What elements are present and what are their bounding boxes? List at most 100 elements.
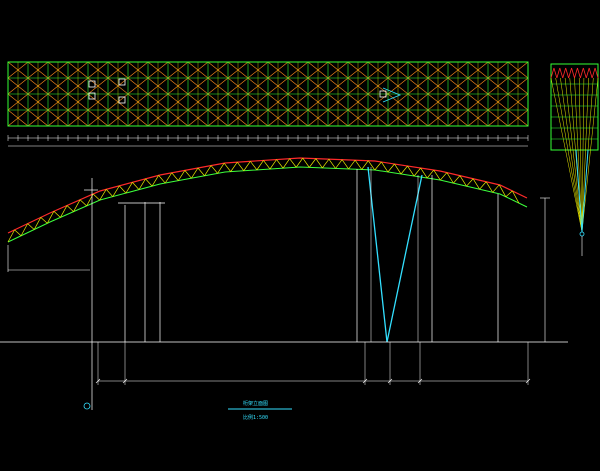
detail-fan-web — [581, 77, 585, 233]
truss-web-diagonal — [479, 181, 487, 190]
truss-web-diagonal — [112, 185, 120, 197]
bottom-dim-tick — [362, 378, 368, 384]
detail-zigzag — [571, 67, 575, 79]
plan-node-mark — [118, 78, 126, 86]
truss-web-diagonal — [79, 199, 87, 207]
roof-plan-view — [7, 61, 529, 147]
truss-web-diagonal — [40, 217, 48, 224]
truss-web-diagonal — [282, 158, 290, 169]
truss-web-diagonal — [171, 172, 179, 181]
truss-web-diagonal — [361, 160, 369, 170]
axis-bubble — [83, 402, 91, 410]
truss-web-diagonal — [66, 205, 74, 212]
truss-web-diagonal — [250, 161, 258, 171]
detail-zigzag — [574, 67, 578, 79]
detail-zigzag — [579, 67, 584, 79]
truss-web-diagonal — [105, 189, 114, 197]
detail-fan-web — [564, 77, 583, 233]
truss-web-diagonal — [256, 160, 264, 171]
bottom-dim-tick — [417, 378, 423, 384]
detail-zigzag — [588, 67, 593, 79]
truss-web-diagonal — [446, 172, 454, 184]
truss-web-diagonal — [413, 167, 421, 177]
detail-zigzag — [562, 67, 567, 79]
truss-web-diagonal — [125, 182, 133, 194]
truss-web-diagonal — [263, 160, 271, 170]
truss-web-diagonal — [151, 175, 159, 187]
truss-web-diagonal — [348, 159, 356, 170]
truss-web-diagonal — [295, 157, 304, 168]
bottom-chord — [7, 166, 528, 243]
detail-zigzag — [565, 67, 570, 79]
detail-fan-web — [555, 77, 583, 233]
truss-web-diagonal — [394, 163, 402, 175]
truss-web-diagonal — [381, 161, 389, 173]
truss-web-diagonal — [7, 229, 15, 243]
detail-zigzag — [577, 67, 581, 79]
truss-web-diagonal — [420, 167, 428, 179]
truss-web-diagonal — [322, 158, 330, 169]
drawing-caption: 桁架立面图 比例1:500 — [228, 400, 292, 421]
truss-web-diagonal — [492, 184, 500, 193]
plan-node-mark — [88, 92, 96, 100]
plan-node-mark — [88, 80, 96, 88]
truss-web-diagonal — [53, 211, 61, 218]
truss-web-diagonal — [119, 185, 127, 194]
truss-web-diagonal — [197, 167, 205, 177]
detail-fan-web — [550, 77, 583, 233]
truss-web-diagonal — [60, 205, 68, 218]
truss-web-diagonal — [27, 223, 35, 230]
truss-web-diagonal — [407, 165, 415, 177]
caption-scale: 比例1:500 — [243, 414, 268, 421]
truss-web-diagonal — [505, 190, 513, 198]
detail-zigzag — [559, 67, 564, 79]
truss-web-diagonal — [269, 159, 277, 170]
truss-web-diagonal — [354, 160, 362, 170]
bottom-dim-tick — [387, 378, 393, 384]
truss-web-diagonal — [204, 165, 212, 176]
detail-outline — [550, 63, 599, 151]
plan-node-mark — [379, 90, 387, 98]
detail-cable — [581, 149, 589, 233]
truss-web-diagonal — [184, 170, 192, 179]
truss-web-diagonal — [210, 165, 218, 174]
truss-web-diagonal — [387, 163, 395, 173]
detail-fan-web — [560, 77, 583, 233]
truss-web-diagonal — [512, 190, 520, 204]
truss-web-diagonal — [276, 159, 284, 169]
truss-web-diagonal — [309, 158, 317, 168]
detail-fan-web — [578, 77, 583, 233]
truss-web-diagonal — [243, 161, 251, 171]
truss-web-diagonal — [46, 211, 55, 224]
dimension-lines — [95, 342, 531, 385]
truss-web-diagonal — [164, 172, 173, 184]
truss-web-diagonal — [223, 162, 231, 172]
truss-web-diagonal — [138, 178, 146, 190]
detail-zigzag — [594, 67, 599, 79]
truss-web-diagonal — [440, 172, 448, 181]
truss-web-diagonal — [341, 159, 349, 170]
truss-web-diagonal — [498, 184, 507, 197]
truss-web-diagonal — [335, 159, 343, 169]
truss-web-diagonal — [466, 178, 474, 187]
section-detail-view — [550, 63, 599, 256]
truss-web-diagonal — [92, 193, 100, 201]
truss-web-diagonal — [73, 199, 81, 212]
truss-web-diagonal — [472, 178, 480, 190]
truss-web-diagonal — [178, 170, 186, 181]
detail-fan-web — [581, 77, 599, 233]
plan-node-mark — [118, 96, 126, 104]
truss-web-diagonal — [20, 223, 28, 236]
plan-cable-anchor — [382, 87, 402, 103]
plan-outline — [7, 61, 529, 127]
truss-web-diagonal — [302, 157, 310, 168]
truss-web-diagonal — [14, 229, 22, 237]
caption-title: 桁架立面图 — [243, 400, 268, 407]
truss-web-diagonal — [400, 165, 408, 175]
detail-zigzag — [556, 67, 561, 79]
detail-zigzag — [553, 67, 558, 79]
detail-fan-web — [574, 77, 583, 233]
truss-web-diagonal — [453, 175, 461, 184]
